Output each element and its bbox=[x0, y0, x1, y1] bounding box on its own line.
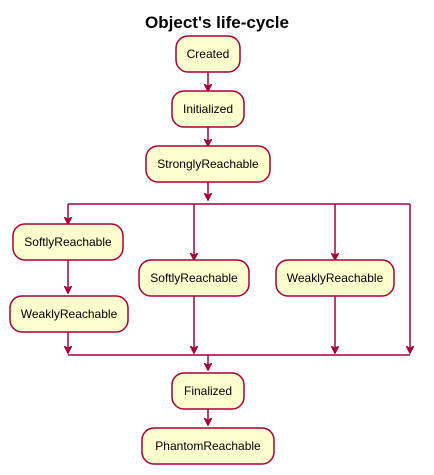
node-strongly-reachable: StronglyReachable bbox=[145, 145, 271, 183]
node-branch2-softly-reachable: SoftlyReachable bbox=[138, 259, 250, 297]
diagram-title: Object's life-cycle bbox=[145, 13, 289, 32]
node-finalized: Finalized bbox=[171, 372, 245, 410]
node-strongly-reachable-label: StronglyReachable bbox=[157, 157, 259, 171]
node-branch1-softly-reachable: SoftlyReachable bbox=[12, 223, 124, 261]
node-branch2-softly-reachable-label: SoftlyReachable bbox=[150, 271, 238, 285]
node-branch3-weakly-reachable-label: WeaklyReachable bbox=[287, 271, 384, 285]
node-created: Created bbox=[175, 35, 241, 73]
node-created-label: Created bbox=[187, 47, 230, 61]
node-finalized-label: Finalized bbox=[184, 384, 232, 398]
node-branch1-softly-reachable-label: SoftlyReachable bbox=[24, 235, 112, 249]
node-phantom-reachable-label: PhantomReachable bbox=[155, 439, 261, 453]
node-branch3-weakly-reachable: WeaklyReachable bbox=[275, 259, 395, 297]
node-branch1-weakly-reachable: WeaklyReachable bbox=[9, 295, 129, 333]
node-phantom-reachable: PhantomReachable bbox=[141, 427, 275, 465]
node-branch1-weakly-reachable-label: WeaklyReachable bbox=[21, 307, 118, 321]
node-initialized: Initialized bbox=[171, 90, 245, 128]
node-initialized-label: Initialized bbox=[183, 102, 233, 116]
edges bbox=[68, 72, 410, 425]
